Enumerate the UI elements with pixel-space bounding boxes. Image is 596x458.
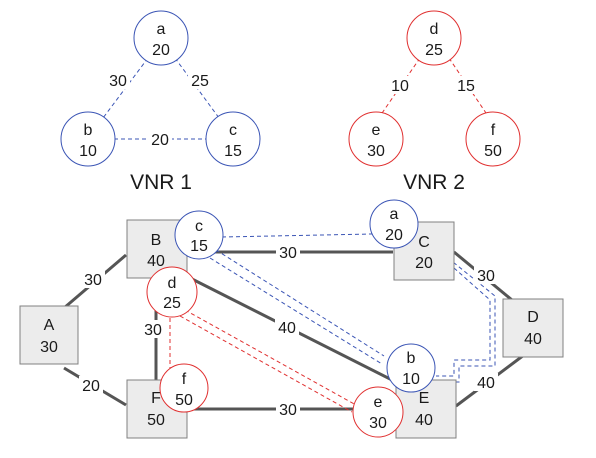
vnr1-node-a-name: a [157,21,166,38]
vnr2-node-e [348,111,404,167]
vnr2-node-e-name: e [372,122,381,139]
substrate-nodes: A 30 B 40 C 20 D 40 E 40 F 50 [19,219,564,439]
mapped-node-f-name: f [182,371,187,388]
vnr1-group: 30 25 20 a 20 b 10 c 15 VNR 1 [60,10,261,194]
substrate-node-D [502,298,564,358]
mapped-node-e-capacity: 30 [369,415,387,432]
mapped-node-c-capacity: 15 [190,238,208,255]
vnr1-node-c [205,111,261,167]
mapped-node-b-capacity: 10 [402,371,420,388]
mapped-node-d-capacity: 25 [163,295,181,312]
vnr2-link-label-bg [388,76,412,94]
substrate-link-label-C-D: 30 [477,268,495,285]
mapped-link-a-b-2 [436,267,491,377]
substrate-node-D-capacity: 40 [524,331,542,348]
mapped-node-c-name: c [195,218,203,235]
substrate-link-label-A-F: 20 [82,378,100,395]
vnr1-link-label-b-c: 20 [151,132,169,149]
substrate-link-label-B-F: 30 [144,322,162,339]
vnr1-node-a-capacity: 20 [152,42,170,59]
mapped-node-a-capacity: 20 [385,227,403,244]
vnr2-link-label-d-e: 10 [391,78,409,95]
vnr1-node-b-name: b [84,122,93,139]
substrate-link-label-B-E: 40 [278,320,296,337]
vnr1-link-label-bg [106,71,130,89]
mapped-node-f [159,363,209,413]
vnr1-node-b [60,111,116,167]
vnr1-node-a [133,10,189,66]
mapped-node-c [174,210,224,260]
mapped-node-b [386,343,436,393]
vnr2-node-d-capacity: 25 [425,42,443,59]
label-bg [275,318,299,336]
substrate-node-A [19,305,79,365]
mapped-node-f-capacity: 50 [175,392,193,409]
label-bg [276,243,300,261]
substrate-node-A-name: A [44,317,55,334]
vnr1-node-b-capacity: 10 [79,143,97,160]
vnr1-link-label-a-c: 25 [191,73,209,90]
mapped-virtual-nodes: c 15 a 20 d 25 b 10 f 50 e 30 [146,199,436,438]
vnr2-node-d [406,10,462,66]
substrate-node-F-name: F [151,390,161,407]
vnr2-node-f-name: f [491,122,496,139]
label-bg [81,270,105,288]
label-bg [79,376,103,394]
mapped-link-c-b-2 [209,257,383,365]
substrate-node-C-name: C [418,234,430,251]
vnr1-link-label-a-b: 30 [109,73,127,90]
label-bg [276,400,300,418]
vnr2-node-d-name: d [430,21,439,38]
substrate-node-B-name: B [151,232,162,249]
mapped-node-a-name: a [390,206,399,223]
substrate-link-labels: 30 20 30 30 40 30 40 30 [79,243,498,419]
mapped-virtual-links [169,233,496,413]
mapped-link-a-b [436,257,496,383]
vnr1-link-a-b [99,57,149,123]
substrate-node-E-name: E [419,390,430,407]
mapped-link-d-e [184,309,357,406]
mapped-node-d-name: d [168,275,177,292]
label-bg [474,266,498,284]
vnr2-link-d-f [448,57,489,117]
vnr1-node-c-capacity: 15 [224,143,242,160]
substrate-link-label-B-C: 30 [279,245,297,262]
vnr2-node-f [465,111,521,167]
mapped-node-a [369,199,419,249]
mapped-link-d-e-2 [179,315,353,413]
vnr2-title: VNR 2 [403,171,465,194]
vnr2-group: 10 15 d 25 e 30 f 50 VNR 2 [348,10,521,194]
vnr1-link-label-bg [148,130,172,148]
substrate-node-C-capacity: 20 [415,255,433,272]
vnr1-link-a-c [174,57,223,123]
mapped-node-d [146,266,198,318]
vnr2-link-label-d-f: 15 [457,78,475,95]
substrate-node-B-capacity: 40 [147,253,165,270]
vnr1-title: VNR 1 [130,171,192,194]
substrate-link-label-D-E: 40 [477,375,495,392]
mapped-link-c-a [221,233,373,238]
label-bg [141,320,165,338]
substrate-node-A-capacity: 30 [40,339,58,356]
substrate-node-F-capacity: 50 [147,412,165,429]
vnr2-node-f-capacity: 50 [484,143,502,160]
label-bg [474,373,498,391]
vnr1-node-c-name: c [229,122,237,139]
vnr1-link-label-bg [188,71,212,89]
mapped-node-b-name: b [407,350,416,367]
substrate-link-label-F-E: 30 [279,402,297,419]
mapped-link-c-b [215,249,385,357]
substrate-node-D-name: D [527,309,539,326]
mapped-node-e-name: e [374,394,383,411]
vnr2-node-e-capacity: 30 [367,143,385,160]
substrate-link-label-A-B: 30 [84,272,102,289]
vnr2-link-label-bg [454,76,478,94]
mapped-node-e [352,386,404,438]
substrate-node-E-capacity: 40 [415,412,433,429]
